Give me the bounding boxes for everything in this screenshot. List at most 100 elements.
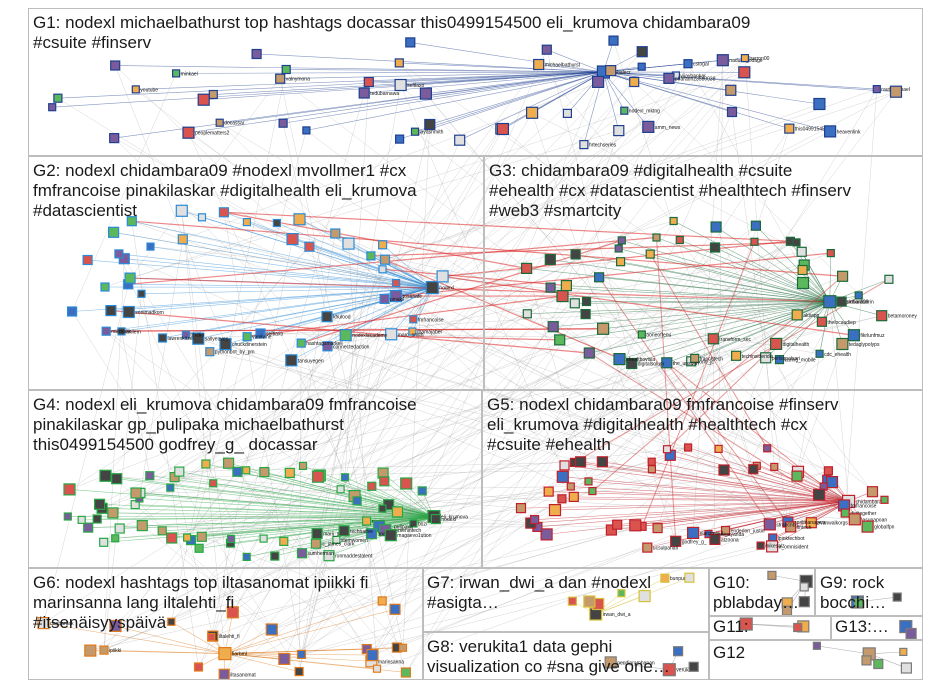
node-label-g2: marc_smith — [398, 332, 424, 338]
edge-inter — [327, 346, 754, 470]
node-g11 — [793, 622, 803, 633]
node-g2 — [392, 278, 401, 288]
node-g3 — [884, 274, 894, 284]
node-g3 — [750, 237, 759, 246]
edge-inter — [105, 246, 310, 476]
node-g4 — [227, 534, 236, 544]
node-g2 — [118, 253, 130, 265]
node-g3 — [547, 321, 559, 333]
node-g7 — [567, 596, 578, 606]
node-g5 — [805, 517, 817, 529]
edge-inter — [190, 303, 575, 541]
node-g5 — [588, 487, 597, 496]
edge-intra-g3 — [550, 259, 830, 302]
node-g1 — [358, 87, 370, 99]
edge-intra-g4 — [371, 485, 435, 517]
node-g5 — [683, 443, 693, 452]
node-g1 — [394, 78, 407, 92]
edge-intra-g4 — [162, 516, 434, 532]
edge-inter — [301, 334, 392, 655]
node-g7 — [617, 589, 626, 598]
edge-inter — [651, 353, 820, 470]
edge-inter — [181, 210, 234, 613]
node-g4 — [365, 528, 378, 540]
edge-inter — [219, 122, 593, 492]
node-g1 — [738, 66, 751, 79]
edge-inter — [223, 212, 302, 655]
node-label-g4: marij_s — [323, 532, 340, 538]
node-label-g3: betamoroney — [888, 314, 918, 320]
edge-inter — [399, 62, 820, 355]
node-g5 — [770, 462, 779, 471]
node-g2 — [107, 226, 120, 238]
node-g4 — [379, 476, 390, 487]
node-g1 — [889, 85, 903, 98]
edge-intra-g2 — [382, 244, 433, 288]
node-label-g1: amm_news — [655, 125, 681, 131]
node-label-g1: michaelbathurst — [545, 63, 581, 69]
node-g2 — [296, 338, 306, 348]
node-g3 — [569, 298, 580, 309]
edge-inter — [182, 66, 642, 240]
node-g10 — [799, 582, 809, 592]
node-g5 — [848, 513, 861, 526]
node-g11 — [739, 617, 753, 631]
node-g2 — [175, 204, 188, 217]
edge-inter — [149, 475, 855, 520]
node-g3 — [615, 257, 626, 267]
node-g5 — [548, 504, 562, 517]
edge-inter — [271, 455, 671, 630]
edge-intra-g3 — [585, 301, 830, 315]
edge-inter — [527, 57, 746, 314]
node-g3 — [774, 355, 785, 365]
node-g3 — [669, 216, 678, 226]
edge-intra-g4 — [317, 476, 434, 517]
node-g1 — [215, 118, 224, 127]
node-g3 — [792, 238, 801, 247]
edge-inter — [371, 225, 757, 662]
edge-intra-g3 — [714, 247, 830, 302]
edge-inter — [371, 241, 791, 487]
edge-inter — [199, 251, 802, 549]
node-g2 — [181, 330, 190, 339]
node-g8 — [688, 661, 699, 672]
edge-inter — [284, 545, 761, 660]
node-label-g4: magaevo1ution — [397, 533, 431, 539]
edge-inter — [211, 239, 293, 638]
edge-inter — [131, 220, 528, 315]
node-label-g3: chidambara09 — [837, 300, 869, 306]
node-g2 — [322, 341, 333, 352]
node-g2 — [378, 265, 387, 274]
node-g5 — [515, 503, 527, 514]
node-g2 — [177, 234, 188, 245]
node-g5 — [568, 491, 579, 502]
edge-inter — [118, 253, 603, 463]
node-g1 — [496, 122, 509, 136]
node-g3 — [796, 276, 810, 290]
node-g4 — [362, 516, 372, 526]
edge-strong — [131, 220, 843, 277]
node-label-g3: ehealthovisia — [626, 357, 655, 363]
node-g9 — [892, 592, 902, 602]
node-g3 — [544, 253, 556, 266]
edge-inter — [246, 128, 502, 558]
node-g5 — [629, 519, 642, 532]
node-g3 — [675, 235, 684, 245]
edge-inter — [174, 315, 882, 478]
edge-inter — [237, 471, 373, 656]
edge-inter — [613, 40, 770, 525]
node-g12 — [861, 655, 872, 666]
node-g4 — [93, 498, 106, 510]
node-g1 — [663, 72, 675, 85]
node-g4 — [130, 487, 142, 499]
node-g3 — [791, 309, 803, 321]
node-g6 — [372, 664, 382, 673]
edge-inter — [201, 536, 396, 610]
node-label-g5: lasunapoan — [861, 517, 887, 523]
edge-intra-g2 — [150, 246, 433, 288]
node-label-g8: verukita1 — [676, 668, 697, 674]
node-g3 — [690, 353, 700, 363]
edge-inter — [844, 89, 878, 514]
node-g2 — [409, 315, 418, 324]
node-g4 — [63, 512, 72, 521]
